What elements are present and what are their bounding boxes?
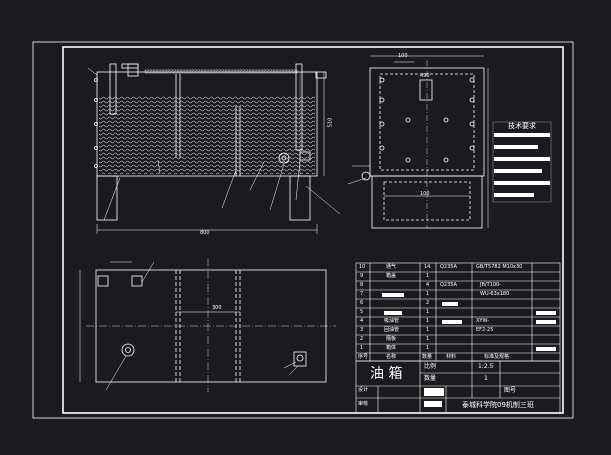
bom-material: Q235A xyxy=(440,282,457,288)
bom-no: 8 xyxy=(360,282,364,288)
bom-qty: 1 xyxy=(426,318,430,324)
title-scale-label: 比例 xyxy=(424,363,437,370)
oil-level-hatch xyxy=(99,96,315,174)
bom-header-standard: 标准及规格 xyxy=(484,354,510,360)
side-dim-mid: 100 xyxy=(420,191,430,197)
tech-requirements-box xyxy=(492,121,552,203)
bom-standard: XYW- xyxy=(476,318,490,324)
side-dim-top: 100 xyxy=(398,53,408,59)
bom-no: 7 xyxy=(360,291,364,297)
tech-req-line-5 xyxy=(494,181,550,185)
title-checker-label: 审核 xyxy=(358,401,369,407)
sheet-outer-border xyxy=(32,41,574,419)
title-qty-value: 1 xyxy=(484,375,488,382)
bom-standard: GB/T5782 M10x30 xyxy=(476,264,523,270)
plan-dim-center: 300 xyxy=(212,305,222,311)
front-dim-length: 800 xyxy=(200,230,210,236)
bom-table xyxy=(355,262,561,362)
bom-qty: 1 xyxy=(426,273,430,279)
plan-view[interactable] xyxy=(79,258,336,392)
bom-header-no: 序号 xyxy=(358,354,369,360)
bom-name: 箱体 xyxy=(386,345,397,351)
bom-qty: 4 xyxy=(426,282,430,288)
tech-req-line-6 xyxy=(494,193,534,197)
tech-req-line-4 xyxy=(494,169,542,173)
bom-no: 1 xyxy=(360,345,364,351)
bom-header-material: 材料 xyxy=(446,354,457,360)
bom-name: 吸油管 xyxy=(384,318,400,324)
bom-name: 回油管 xyxy=(384,327,400,333)
title-part-name: 油 箱 xyxy=(370,366,403,382)
bom-name: 箱盖 xyxy=(386,273,397,279)
bom-header-name: 名称 xyxy=(386,354,397,360)
tech-req-line-1 xyxy=(494,133,550,137)
bom-qty: 1 xyxy=(426,309,430,315)
bom-no: 2 xyxy=(360,336,364,342)
lid-strip xyxy=(144,69,298,74)
bom-material: Q235A xyxy=(440,264,457,270)
bom-name: 隔板 xyxy=(386,336,397,342)
tech-req-line-2 xyxy=(494,145,538,149)
bom-standard: EF2-25 xyxy=(476,327,494,333)
bom-qty: 2 xyxy=(426,300,430,306)
title-drawing-no-label: 图号 xyxy=(504,387,517,394)
bom-no: 6 xyxy=(360,300,364,306)
bom-qty: 1 xyxy=(426,336,430,342)
bom-standard: WU-63x180 xyxy=(480,291,510,297)
side-dim-width: 490 xyxy=(420,73,430,79)
bom-standard: JB/T100- xyxy=(480,282,501,288)
bom-name: 通气 xyxy=(386,264,397,270)
bom-no: 4 xyxy=(360,318,364,324)
tech-req-title: 技术要求 xyxy=(508,122,536,130)
bom-no: 10 xyxy=(359,264,366,270)
bom-qty: 1 xyxy=(426,327,430,333)
title-block xyxy=(355,360,561,414)
bom-qty: 14 xyxy=(424,264,431,270)
front-view[interactable] xyxy=(87,63,341,234)
title-qty-label: 数量 xyxy=(424,375,437,382)
bom-qty: 1 xyxy=(426,345,430,351)
title-designer-label: 设计 xyxy=(358,387,369,393)
front-dim-height: 510 xyxy=(327,117,334,128)
side-view[interactable] xyxy=(347,55,489,229)
title-scale-value: 1:2.5 xyxy=(478,363,494,370)
bom-qty: 1 xyxy=(426,291,430,297)
bom-no: 9 xyxy=(360,273,364,279)
tech-req-line-3 xyxy=(494,157,550,161)
sheet-inner-border xyxy=(62,46,564,414)
bom-no: 3 xyxy=(360,327,364,333)
bom-header-qty: 数量 xyxy=(422,354,433,360)
title-institution: 泰城科学院09机制三班 xyxy=(462,401,534,409)
bom-no: 5 xyxy=(360,309,364,315)
